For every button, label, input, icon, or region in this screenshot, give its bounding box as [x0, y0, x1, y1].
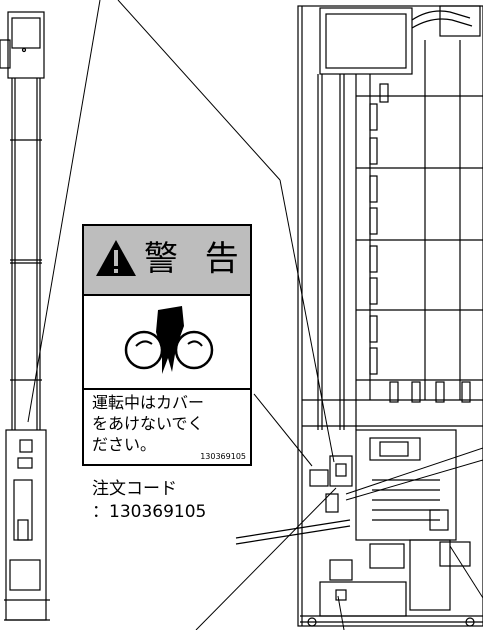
label-code: 130369105 — [200, 452, 246, 461]
hand-entanglement-pictogram — [84, 296, 250, 390]
message-line: ださい。 — [92, 435, 157, 454]
left-elevator-view — [0, 11, 50, 621]
hand-entanglement-icon — [124, 306, 214, 374]
leader-lines — [27, 0, 483, 630]
order-code: 注文コード ：130369105 — [92, 478, 252, 526]
warning-message: 運転中はカバー をあけないでく ださい。 — [92, 392, 246, 456]
order-code-value: ：130369105 — [92, 502, 207, 522]
message-line: 運転中はカバー — [92, 393, 205, 412]
warning-triangle-icon — [96, 240, 136, 276]
warning-header: 警 告 — [84, 226, 250, 296]
right-dryer-view — [235, 5, 483, 627]
order-code-title: 注文コード — [92, 479, 177, 499]
message-line: をあけないでく — [92, 414, 204, 433]
warning-label: 警 告 運転中はカバー をあけないでく ださい。 130369105 — [82, 224, 252, 466]
signal-word: 警 告 — [144, 239, 247, 279]
